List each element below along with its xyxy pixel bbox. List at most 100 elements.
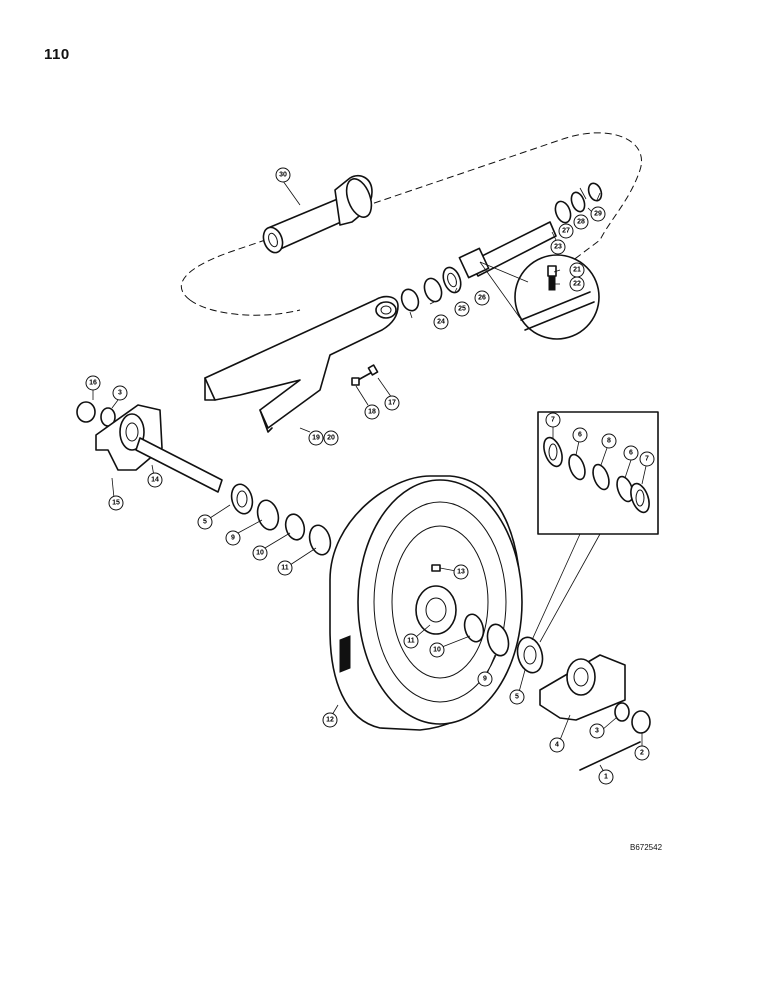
svg-text:5: 5 xyxy=(203,519,207,526)
piston-rod-part-23 xyxy=(458,221,557,279)
callout-22: 22 xyxy=(569,276,585,292)
callout-23: 23 xyxy=(550,239,566,255)
svg-text:1: 1 xyxy=(604,774,608,781)
seal-group-part-5-left xyxy=(230,483,254,515)
svg-text:13: 13 xyxy=(457,569,465,576)
svg-text:10: 10 xyxy=(433,647,441,654)
svg-text:22: 22 xyxy=(573,281,581,288)
svg-text:30: 30 xyxy=(279,172,287,179)
nut-part-2 xyxy=(631,710,651,734)
nut-part-16 xyxy=(76,401,96,423)
callout-13: 13 xyxy=(453,564,469,580)
callout-7-right: 7 xyxy=(639,451,655,467)
callout-29: 29 xyxy=(590,206,606,222)
svg-text:28: 28 xyxy=(577,219,585,226)
cotter-pin-part-1 xyxy=(579,741,641,771)
svg-text:20: 20 xyxy=(327,435,335,442)
cylinder-tube-part-30 xyxy=(262,174,373,254)
callout-3-right: 3 xyxy=(589,723,605,739)
idler-wheel-part-12 xyxy=(329,475,523,731)
ring-part-24 xyxy=(400,288,420,312)
svg-text:12: 12 xyxy=(326,717,334,724)
svg-text:19: 19 xyxy=(312,435,320,442)
svg-text:5: 5 xyxy=(515,694,519,701)
callout-8: 8 xyxy=(601,433,617,449)
bearing-part-27 xyxy=(554,200,572,224)
callout-2: 2 xyxy=(634,745,650,761)
svg-text:17: 17 xyxy=(388,400,396,407)
bearing-part-26 xyxy=(442,266,462,294)
callout-21: 21 xyxy=(569,262,585,278)
callout-11-left: 11 xyxy=(277,560,293,576)
svg-text:6: 6 xyxy=(578,432,582,439)
svg-text:8: 8 xyxy=(607,438,611,445)
callout-19: 19 xyxy=(308,430,324,446)
callout-25: 25 xyxy=(454,301,470,317)
callout-20: 20 xyxy=(323,430,339,446)
svg-text:26: 26 xyxy=(478,295,486,302)
ring-part-6-left xyxy=(568,453,586,481)
yoke-part-19-20 xyxy=(204,295,399,433)
washer-part-3-right xyxy=(614,702,630,722)
callout-11-right: 11 xyxy=(403,633,419,649)
callout-5-left: 5 xyxy=(197,514,213,530)
callout-7-left: 7 xyxy=(545,412,561,428)
cone-part-10-right xyxy=(463,613,485,643)
nut-part-18 xyxy=(351,377,360,386)
seal-part-7-left xyxy=(543,436,563,468)
svg-text:29: 29 xyxy=(594,211,602,218)
svg-text:3: 3 xyxy=(595,728,599,735)
callout-27: 27 xyxy=(558,223,574,239)
callout-18: 18 xyxy=(364,404,380,420)
svg-text:9: 9 xyxy=(231,535,235,542)
callout-24: 24 xyxy=(433,314,449,330)
svg-text:10: 10 xyxy=(256,550,264,557)
svg-text:24: 24 xyxy=(437,319,445,326)
callout-15: 15 xyxy=(108,495,124,511)
ring-part-29 xyxy=(587,182,603,202)
seal-part-7-right xyxy=(630,482,650,514)
svg-text:18: 18 xyxy=(368,409,376,416)
cup-part-9-left xyxy=(256,499,280,531)
bolt-part-17 xyxy=(357,364,379,381)
callout-14: 14 xyxy=(147,472,163,488)
callout-6-left: 6 xyxy=(572,427,588,443)
callout-3-left: 3 xyxy=(112,385,128,401)
svg-text:15: 15 xyxy=(112,500,120,507)
bracket-part-4 xyxy=(539,654,626,721)
callout-30: 30 xyxy=(275,167,291,183)
callout-6-right: 6 xyxy=(623,445,639,461)
svg-text:7: 7 xyxy=(645,456,649,463)
callout-17: 17 xyxy=(384,395,400,411)
callout-16: 16 xyxy=(85,375,101,391)
plug-part-13 xyxy=(431,564,441,572)
svg-text:21: 21 xyxy=(573,267,581,274)
svg-text:14: 14 xyxy=(151,477,159,484)
svg-text:23: 23 xyxy=(554,244,562,251)
svg-text:7: 7 xyxy=(551,417,555,424)
svg-text:2: 2 xyxy=(640,750,644,757)
cup-part-9-right xyxy=(486,623,510,657)
seal-group-detail xyxy=(531,411,659,643)
callout-9-right: 9 xyxy=(477,671,493,687)
bearing-part-25 xyxy=(423,277,443,303)
callout-26: 26 xyxy=(474,290,490,306)
callout-12: 12 xyxy=(322,712,338,728)
callout-10-left: 10 xyxy=(252,545,268,561)
callout-4: 4 xyxy=(549,737,565,753)
svg-text:6: 6 xyxy=(629,450,633,457)
page-number: 110 xyxy=(44,46,70,63)
cup-part-11-left xyxy=(308,524,332,556)
svg-text:9: 9 xyxy=(483,676,487,683)
callout-9-left: 9 xyxy=(225,530,241,546)
o-ring-part-8 xyxy=(592,463,610,491)
seal-part-28 xyxy=(570,191,586,213)
callout-1: 1 xyxy=(598,769,614,785)
svg-text:3: 3 xyxy=(118,390,122,397)
svg-text:27: 27 xyxy=(562,228,570,235)
shaft-part-14 xyxy=(135,437,223,493)
drawing-code: B672542 xyxy=(630,843,663,852)
svg-text:25: 25 xyxy=(458,306,466,313)
callout-5-right: 5 xyxy=(509,689,525,705)
